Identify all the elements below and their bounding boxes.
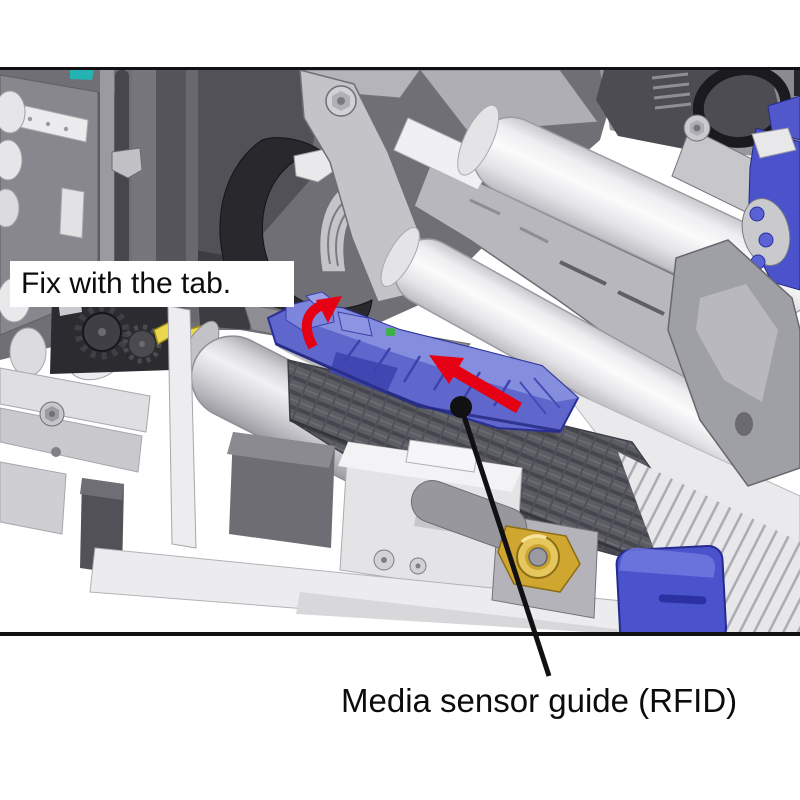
fix-tab-callout: Fix with the tab. xyxy=(10,261,294,307)
ribbon-roll xyxy=(596,68,800,152)
base-frame xyxy=(0,305,633,634)
curved-arrow-icon xyxy=(301,296,342,350)
media-sensor-guide-callout: Media sensor guide (RFID) xyxy=(341,682,738,719)
side-bracket-arm xyxy=(667,239,800,487)
annotations xyxy=(301,296,552,677)
striped-surface xyxy=(618,452,800,634)
sensor-led xyxy=(386,328,395,336)
printer-illustration xyxy=(0,68,800,634)
sensor-cover xyxy=(615,544,728,634)
leader-line xyxy=(458,406,552,677)
gear-cluster xyxy=(50,296,172,374)
figure-frame xyxy=(0,67,800,636)
display-accent xyxy=(70,70,94,80)
frame-top-border xyxy=(0,67,800,70)
straight-arrow-icon xyxy=(429,355,523,414)
callout-dot xyxy=(450,396,472,418)
frame-bottom-border xyxy=(0,632,800,636)
